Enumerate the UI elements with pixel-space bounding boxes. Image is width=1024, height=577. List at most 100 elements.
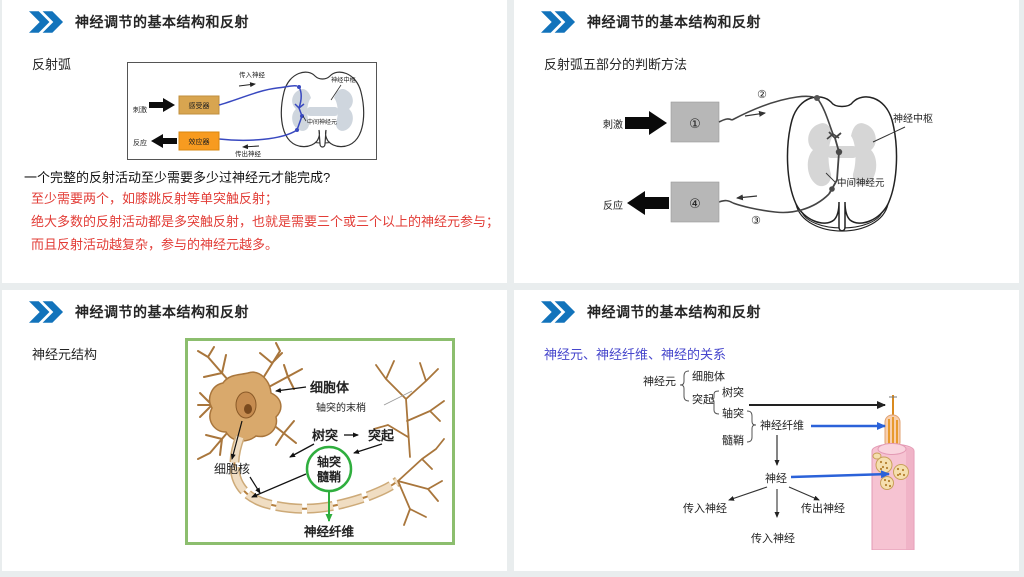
stimulus-label: 刺激 [603,118,623,131]
myelin-sheath-inner [230,435,401,513]
relation-tree-diagram: 神经元 细胞体 突起 树突 轴突 髓鞘 神经纤维 神经 传入神经 传出神经 传入… [643,369,890,545]
response-arrow-icon [627,191,669,215]
impulse-direction-arrow [736,194,758,201]
subtitle-neuron-structure: 神经元结构 [32,347,98,362]
axon-terminals-label: 轴突的末梢 [316,401,366,414]
impulse-direction-arrow [242,144,260,150]
nerve-bundle-illustration [871,395,915,550]
spinal-cord-outline [786,96,898,232]
part1-label: ① [689,116,701,131]
dendrite-label: 树突 [312,428,338,443]
part3-label: ③ [751,215,761,227]
interneuron-pointer [302,115,307,122]
stimulus-arrow-icon [149,98,175,112]
myelin-sheath-label: 髓鞘 [722,433,744,447]
gray-matter [292,88,353,131]
nerve-fiber-label: 神经纤维 [304,524,355,539]
slide-reflex-arc-parts[interactable]: 神经调节的基本结构和反射 反射弧五部分的判断方法 刺激 ① ② [514,0,1019,283]
response-arrow-icon [151,134,177,148]
part2-label: ② [757,89,767,101]
nerve-center-label: 神经中枢 [331,76,356,84]
reflex-arc-parts-diagram: 刺激 ① ② 神经中枢 中间神经元 [603,89,933,232]
interneuron-pointer [825,172,836,183]
cell-body-pointer [275,386,307,393]
neuron-image-frame: 细胞体 轴突的末梢 树突 突起 轴突 髓鞘 细胞核 神经纤维 [185,338,455,545]
efferent-nerve-label: 传出神经 [235,149,262,158]
axon-label: 轴突 [317,454,341,469]
slide-title: 神经调节的基本结构和反射 [587,14,761,30]
axon-terminals-pointer [383,390,413,406]
fiber-bundle-strands [888,417,898,447]
slide-reflex-arc[interactable]: 神经调节的基本结构和反射 反射弧 刺激 感受器 传入神经 [2,0,507,283]
interneuron-dot [835,148,843,156]
axon-highlight-circle [305,445,353,493]
nerve-label: 神经 [765,471,787,485]
nucleolus-shape [244,404,252,414]
nerve-branch-right [788,486,820,501]
axon-terminal-branches [373,360,445,526]
axon-label: 轴突 [722,406,744,420]
nerve-fiber-label: 神经纤维 [760,418,804,432]
interneuron-label: 中间神经元 [307,118,337,126]
receptor-label: 感受器 [189,101,210,110]
interneuron-dot [829,186,835,192]
nucleus-pointer [230,420,243,460]
afferent-nerve-label: 传入神经 [683,501,727,515]
slide-header: 神经调节的基本结构和反射 [29,301,249,323]
slide-neuron-structure[interactable]: 神经调节的基本结构和反射 神经元结构 [2,290,507,571]
cell-body-label: 细胞体 [310,380,350,395]
efferent-nerve-label: 传出神经 [801,501,845,515]
interneuron-label: 中间神经元 [837,177,885,189]
process-label: 突起 [692,392,714,406]
nucleus-label: 细胞核 [214,462,250,476]
nerve-collar [877,443,907,455]
slide-title: 神经调节的基本结构和反射 [75,14,249,30]
synapse-dots [295,85,304,132]
neuron-label: 神经元 [643,374,676,388]
dendrite-label: 树突 [722,385,744,399]
fiber-cell-body-dot [814,95,820,101]
effector-box [178,131,220,151]
slide-header: 神经调节的基本结构和反射 [541,301,761,323]
gray-matter [807,123,877,187]
slide-neuron-nerve-relation[interactable]: 神经调节的基本结构和反射 神经元、神经纤维、神经的关系 [514,290,1019,571]
afferent-fiber [718,95,840,140]
question-text: 一个完整的反射活动至少需要多少过神经元才能完成? [24,170,331,185]
subtitle-reflex-arc: 反射弧 [32,57,72,72]
double-chevron-icon [29,11,64,33]
axon-start-pointer [249,476,261,494]
slide-title: 神经调节的基本结构和反射 [587,304,761,320]
process-pointer [353,443,383,454]
double-chevron-icon [541,11,576,33]
brace-neuron [679,370,690,402]
afferent-nerve-label: 传入神经 [239,70,266,79]
response-label: 反应 [133,138,147,147]
answer-line: 而且反射活动越复杂，参与的神经元越多。 [31,237,279,252]
subtitle-relation: 神经元、神经纤维、神经的关系 [544,347,727,362]
brace-process [710,390,720,415]
myelin-sheath-label: 髓鞘 [317,469,341,484]
fascicles [872,452,909,490]
nerve-arrow [790,470,890,479]
stimulus-label: 刺激 [133,105,147,114]
process-label: 突起 [368,428,395,443]
nerve-branch-left [728,486,768,501]
part4-box [670,181,720,223]
slide-header: 神经调节的基本结构和反射 [29,11,249,33]
slide-header: 神经调节的基本结构和反射 [541,11,761,33]
subtitle-judgment-method: 反射弧五部分的判断方法 [544,57,688,72]
nerve-center-pointer [872,126,906,143]
reflex-arc-diagram: 刺激 感受器 传入神经 神经中枢 中间神经元 传出神经 效应器 [127,62,377,160]
cell-body-label: 细胞体 [692,369,725,383]
dendrite-pointer [289,443,315,458]
slide-title: 神经调节的基本结构和反射 [75,304,249,320]
impulse-direction-arrow [238,82,256,88]
part4-label: ④ [689,196,701,211]
response-label: 反应 [603,199,623,212]
axon-pointer [251,473,307,498]
answer-lines: 至少需要两个，如膝跳反射等单突触反射； 绝大多数的反射活动都是多突触反射，也就是… [31,187,499,256]
mixed-nerve-label: 传入神经 [751,531,795,545]
effector-label: 效应器 [189,137,210,146]
answer-line: 绝大多数的反射活动都是多突触反射，也就是需要三个或三个以上的神经元参与； [31,214,500,229]
